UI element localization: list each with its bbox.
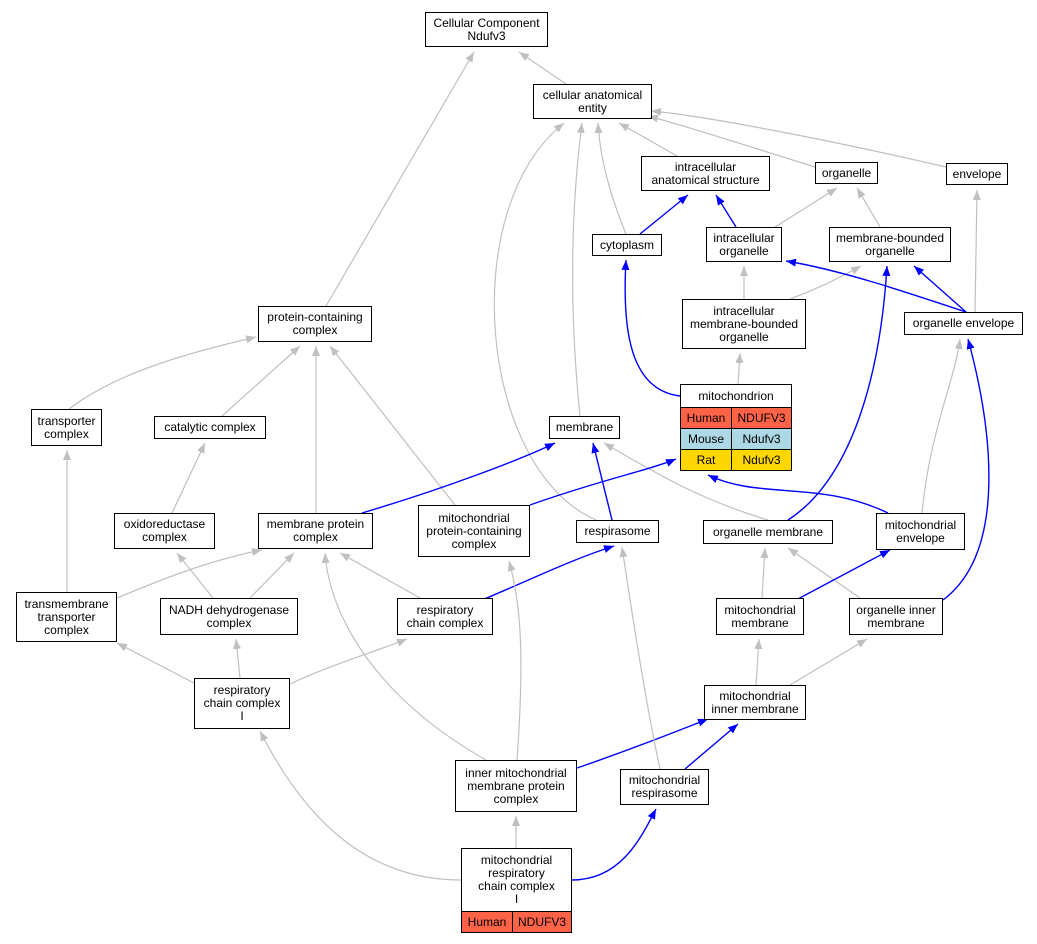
species-cell-mouse: Mouse [680,428,732,450]
edge-part-of-me-to-mito [707,474,889,514]
edge-is-a-organelle-to-cae [647,114,816,168]
edge-is-a-mpcc-to-pcc [329,345,456,506]
edge-is-a-rcc1-to-rcc [289,638,408,685]
node-catalytic-complex[interactable]: catalytic complex [154,416,266,439]
edge-is-a-envelope-to-cae [650,107,947,168]
edge-is-a-nadh-to-mpc [249,552,295,599]
edge-part-of-mrcc1-to-mr [571,808,657,881]
node-intracellular-membrane-bounded-organelle[interactable]: intracellular membrane-bounded organelle [682,299,806,349]
node-nadh-dehydrogenase-complex[interactable]: NADH dehydrogenase complex [160,598,298,635]
edge-part-of-mpc-to-membrane [361,442,556,514]
edge-part-of-oe-to-mbo [913,265,967,313]
edge-is-a-ttc-to-mpc [116,547,263,599]
edge-is-a-mm-to-om [760,547,769,599]
edge-is-a-mito-to-imbo [735,352,744,385]
edge-is-a-cytoplasm-to-cae [594,122,627,235]
edge-is-a-rcc-to-mpc [339,552,421,599]
edge-is-a-mr-to-resp [619,546,661,770]
edge-is-a-cae-to-root [518,51,567,85]
species-cell-human: Human [461,911,513,933]
node-organelle-membrane[interactable]: organelle membrane [703,520,833,544]
node-mitochondrial-membrane[interactable]: mitochondrial membrane [716,598,804,635]
edge-part-of-rcc-to-resp [481,545,615,601]
node-cellular-component[interactable]: Cellular Component Ndufv3 [425,12,548,47]
edge-is-a-oim-to-om [787,547,861,599]
edge-is-a-me-to-oe [921,338,963,514]
edge-part-of-mr-to-mim [684,723,739,770]
node-transmembrane-transporter-complex[interactable]: transmembrane transporter complex [16,592,117,642]
node-organelle-envelope[interactable]: organelle envelope [904,312,1023,335]
node-organelle[interactable]: organelle [815,162,878,184]
edge-part-of-io-to-ias [715,194,737,228]
edge-is-a-om-to-membrane [603,442,769,521]
edge-is-a-impc-to-mpc [321,552,487,761]
node-membrane-bounded-organelle[interactable]: membrane-bounded organelle [829,227,951,262]
edge-part-of-oim-to-oe [942,338,990,601]
node-intracellular-anatomical-structure[interactable]: intracellular anatomical structure [641,156,770,191]
node-mitochondrial-respiratory-chain-complex-i[interactable]: mitochondrial respiratory chain complex … [461,848,572,912]
edge-part-of-mm-to-me [795,549,891,601]
node-respiratory-chain-complex[interactable]: respiratory chain complex [397,598,493,635]
edge-is-a-mim-to-mm [754,638,763,686]
edge-is-a-tc-to-pcc [68,335,257,410]
edge-part-of-om-to-mbo [787,265,891,521]
edge-part-of-impc-to-mim [576,718,709,769]
edge-is-a-imbo-to-mbo [789,265,862,300]
species-cell-human: Human [680,407,732,429]
gene-cell-mouse: Ndufv3 [731,428,792,450]
edge-is-a-impc-to-mpcc [507,560,522,761]
species-cell-rat: Rat [680,449,732,471]
edge-is-a-cc-to-pcc [221,345,301,417]
node-inner-mitochondrial-membrane-protein-complex[interactable]: inner mitochondrial membrane protein com… [455,760,577,812]
node-respirasome[interactable]: respirasome [576,520,659,543]
edge-is-a-mrcc1-to-rcc1 [259,730,462,881]
edge-is-a-oxc-to-cc [171,442,206,514]
edge-is-a-mbo-to-organelle [856,187,881,228]
edge-part-of-oe-to-io [785,258,967,313]
node-membrane[interactable]: membrane [549,416,620,439]
edge-is-a-rcc1-to-nadh [233,638,241,679]
node-mitochondrion[interactable]: mitochondrion [680,384,792,408]
node-mitochondrial-envelope[interactable]: mitochondrial envelope [876,513,965,550]
node-mitochondrial-protein-containing-complex[interactable]: mitochondrial protein-containing complex [418,505,530,557]
node-respiratory-chain-complex-i[interactable]: respiratory chain complex I [194,678,290,729]
edge-is-a-resp-to-cae [493,122,597,521]
node-mitochondrial-inner-membrane[interactable]: mitochondrial inner membrane [704,685,806,720]
node-membrane-protein-complex[interactable]: membrane protein complex [258,513,373,549]
edge-is-a-io-to-organelle [774,187,838,228]
gene-cell-human: NDUFV3 [512,911,572,933]
gene-cell-rat: Ndufv3 [731,449,792,471]
gene-cell-human: NDUFV3 [731,407,792,429]
node-mitochondrial-respirasome[interactable]: mitochondrial respirasome [620,769,709,805]
edge-is-a-pcc-to-root [325,51,475,307]
node-protein-containing-complex[interactable]: protein-containing complex [258,306,372,342]
node-organelle-inner-membrane[interactable]: organelle inner membrane [849,598,943,635]
edge-is-a-membrane-to-cae [572,122,585,417]
node-transporter-complex[interactable]: transporter complex [31,409,102,446]
node-cellular-anatomical-entity[interactable]: cellular anatomical entity [533,84,652,119]
node-intracellular-organelle[interactable]: intracellular organelle [706,227,782,262]
node-oxidoreductase-complex[interactable]: oxidoreductase complex [114,513,215,549]
edge-part-of-mito-to-cytoplasm [621,259,681,397]
edge-part-of-mpcc-to-mito [529,458,677,506]
edge-is-a-ias-to-cae [618,122,678,157]
node-cytoplasm[interactable]: cytoplasm [592,234,662,256]
edge-part-of-cytoplasm-to-ias [639,194,689,235]
edge-is-a-nadh-to-oxc [176,552,214,599]
edge-is-a-rcc1-to-ttc [116,642,195,684]
edge-is-a-mim-to-oim [789,638,868,686]
node-envelope[interactable]: envelope [946,163,1008,185]
edge-is-a-oe-to-envelope [972,189,981,313]
